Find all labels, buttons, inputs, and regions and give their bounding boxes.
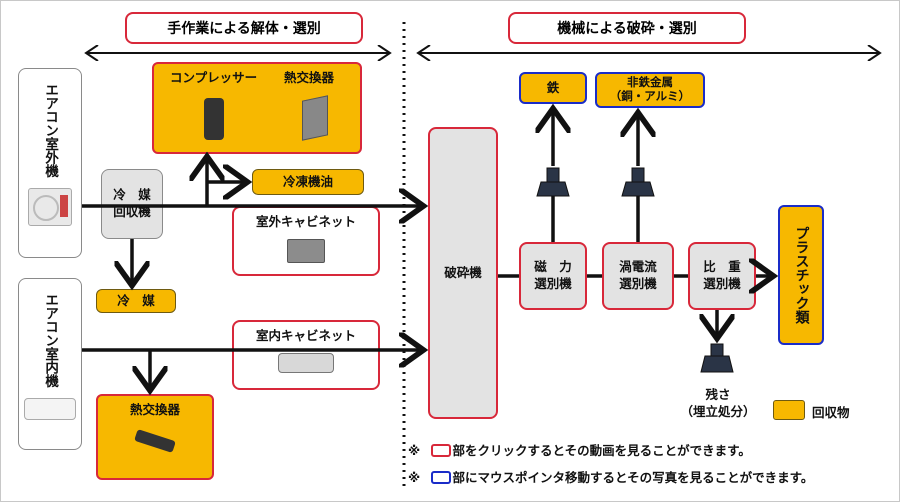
refrigerant-recovery-machine: 冷 媒 回収機 <box>101 169 163 239</box>
nonferrous-line2: （銅・アルミ） <box>609 89 691 103</box>
plastic-box[interactable]: プラスチック類 <box>778 205 824 345</box>
manual-process-header-text: 手作業による解体・選別 <box>167 21 321 37</box>
blue-note: ※ 部にマウスポインタ移動するとその写真を見ることができます。 <box>408 467 813 486</box>
outdoor-unit-image <box>28 187 72 226</box>
indoor-unit-label: エアコン室内機 <box>42 293 59 388</box>
refrigerator-oil-label: 冷凍機油 <box>282 173 333 189</box>
indoor-cabinet-image <box>278 352 334 373</box>
indoor-cabinet-box[interactable]: 室内キャビネット <box>232 320 380 390</box>
crusher-box[interactable]: 破砕機 <box>428 127 498 419</box>
hopper-icon-iron <box>536 167 570 197</box>
compressor-label: コンプレッサー <box>170 70 258 85</box>
residue-line1: 残さ <box>705 387 731 403</box>
heat-exchanger-label: 熱交換器 <box>284 70 335 85</box>
red-note-text: 部をクリックするとその動画を見ることができます。 <box>452 443 751 458</box>
iron-label: 鉄 <box>546 79 560 95</box>
outdoor-unit-label: エアコン室外機 <box>42 83 59 178</box>
crusher-label: 破砕機 <box>444 264 482 280</box>
gravity-separator-box[interactable]: 比 重 選別機 <box>688 242 756 310</box>
legend-swatch <box>773 400 805 420</box>
manual-process-header: 手作業による解体・選別 <box>125 12 363 44</box>
compressor-image <box>204 98 224 140</box>
gravity-line1: 比 重 <box>703 259 741 275</box>
refrigerant-label: 冷 媒 <box>117 292 155 308</box>
eddy-current-separator-box[interactable]: 渦電流 選別機 <box>602 242 674 310</box>
outdoor-cabinet-image <box>287 238 325 263</box>
blue-note-text: 部にマウスポインタ移動するとその写真を見ることができます。 <box>452 470 814 485</box>
machine-process-header-text: 機械による破砕・選別 <box>557 21 697 37</box>
legend-label: 回収物 <box>812 405 850 420</box>
indoor-heat-exchanger-label: 熱交換器 <box>129 402 180 417</box>
hopper-icon-nonferrous <box>621 167 655 197</box>
indoor-unit-image <box>24 397 76 420</box>
refrigerator-oil-box: 冷凍機油 <box>252 169 364 195</box>
indoor-cabinet-label: 室内キャビネット <box>255 328 356 343</box>
red-note-mark: ※ <box>408 443 421 458</box>
nonferrous-box[interactable]: 非鉄金属 （銅・アルミ） <box>595 72 705 108</box>
residue-label-group: 残さ （埋立処分） <box>668 384 768 424</box>
eddy-line1: 渦電流 <box>619 259 657 275</box>
gravity-line2: 選別機 <box>703 276 741 291</box>
magnetic-line2: 選別機 <box>534 276 572 291</box>
nonferrous-line1: 非鉄金属 <box>627 75 673 90</box>
red-note: ※ 部をクリックするとその動画を見ることができます。 <box>408 440 751 459</box>
hopper-icon-residue <box>700 343 734 373</box>
outdoor-cabinet-label: 室外キャビネット <box>255 214 356 229</box>
refrigerant-box: 冷 媒 <box>96 289 176 313</box>
blue-note-mark: ※ <box>408 470 421 485</box>
iron-box[interactable]: 鉄 <box>519 72 587 104</box>
plastic-label: プラスチック類 <box>793 226 810 324</box>
refrigerant-recovery-line1: 冷 媒 <box>113 187 151 203</box>
blue-note-box <box>430 471 451 484</box>
machine-process-header: 機械による破砕・選別 <box>508 12 746 44</box>
compressor-heat-exchanger-box[interactable]: コンプレッサー 熱交換器 <box>152 62 362 154</box>
residue-line2: （埋立処分） <box>680 404 756 419</box>
indoor-unit-box: エアコン室内機 <box>18 278 82 450</box>
magnetic-line1: 磁 力 <box>534 259 572 275</box>
outdoor-cabinet-box[interactable]: 室外キャビネット <box>232 206 380 276</box>
outdoor-unit-box: エアコン室外機 <box>18 68 82 258</box>
eddy-line2: 選別機 <box>619 276 657 291</box>
magnetic-separator-box[interactable]: 磁 力 選別機 <box>519 242 587 310</box>
red-note-box <box>430 444 451 457</box>
